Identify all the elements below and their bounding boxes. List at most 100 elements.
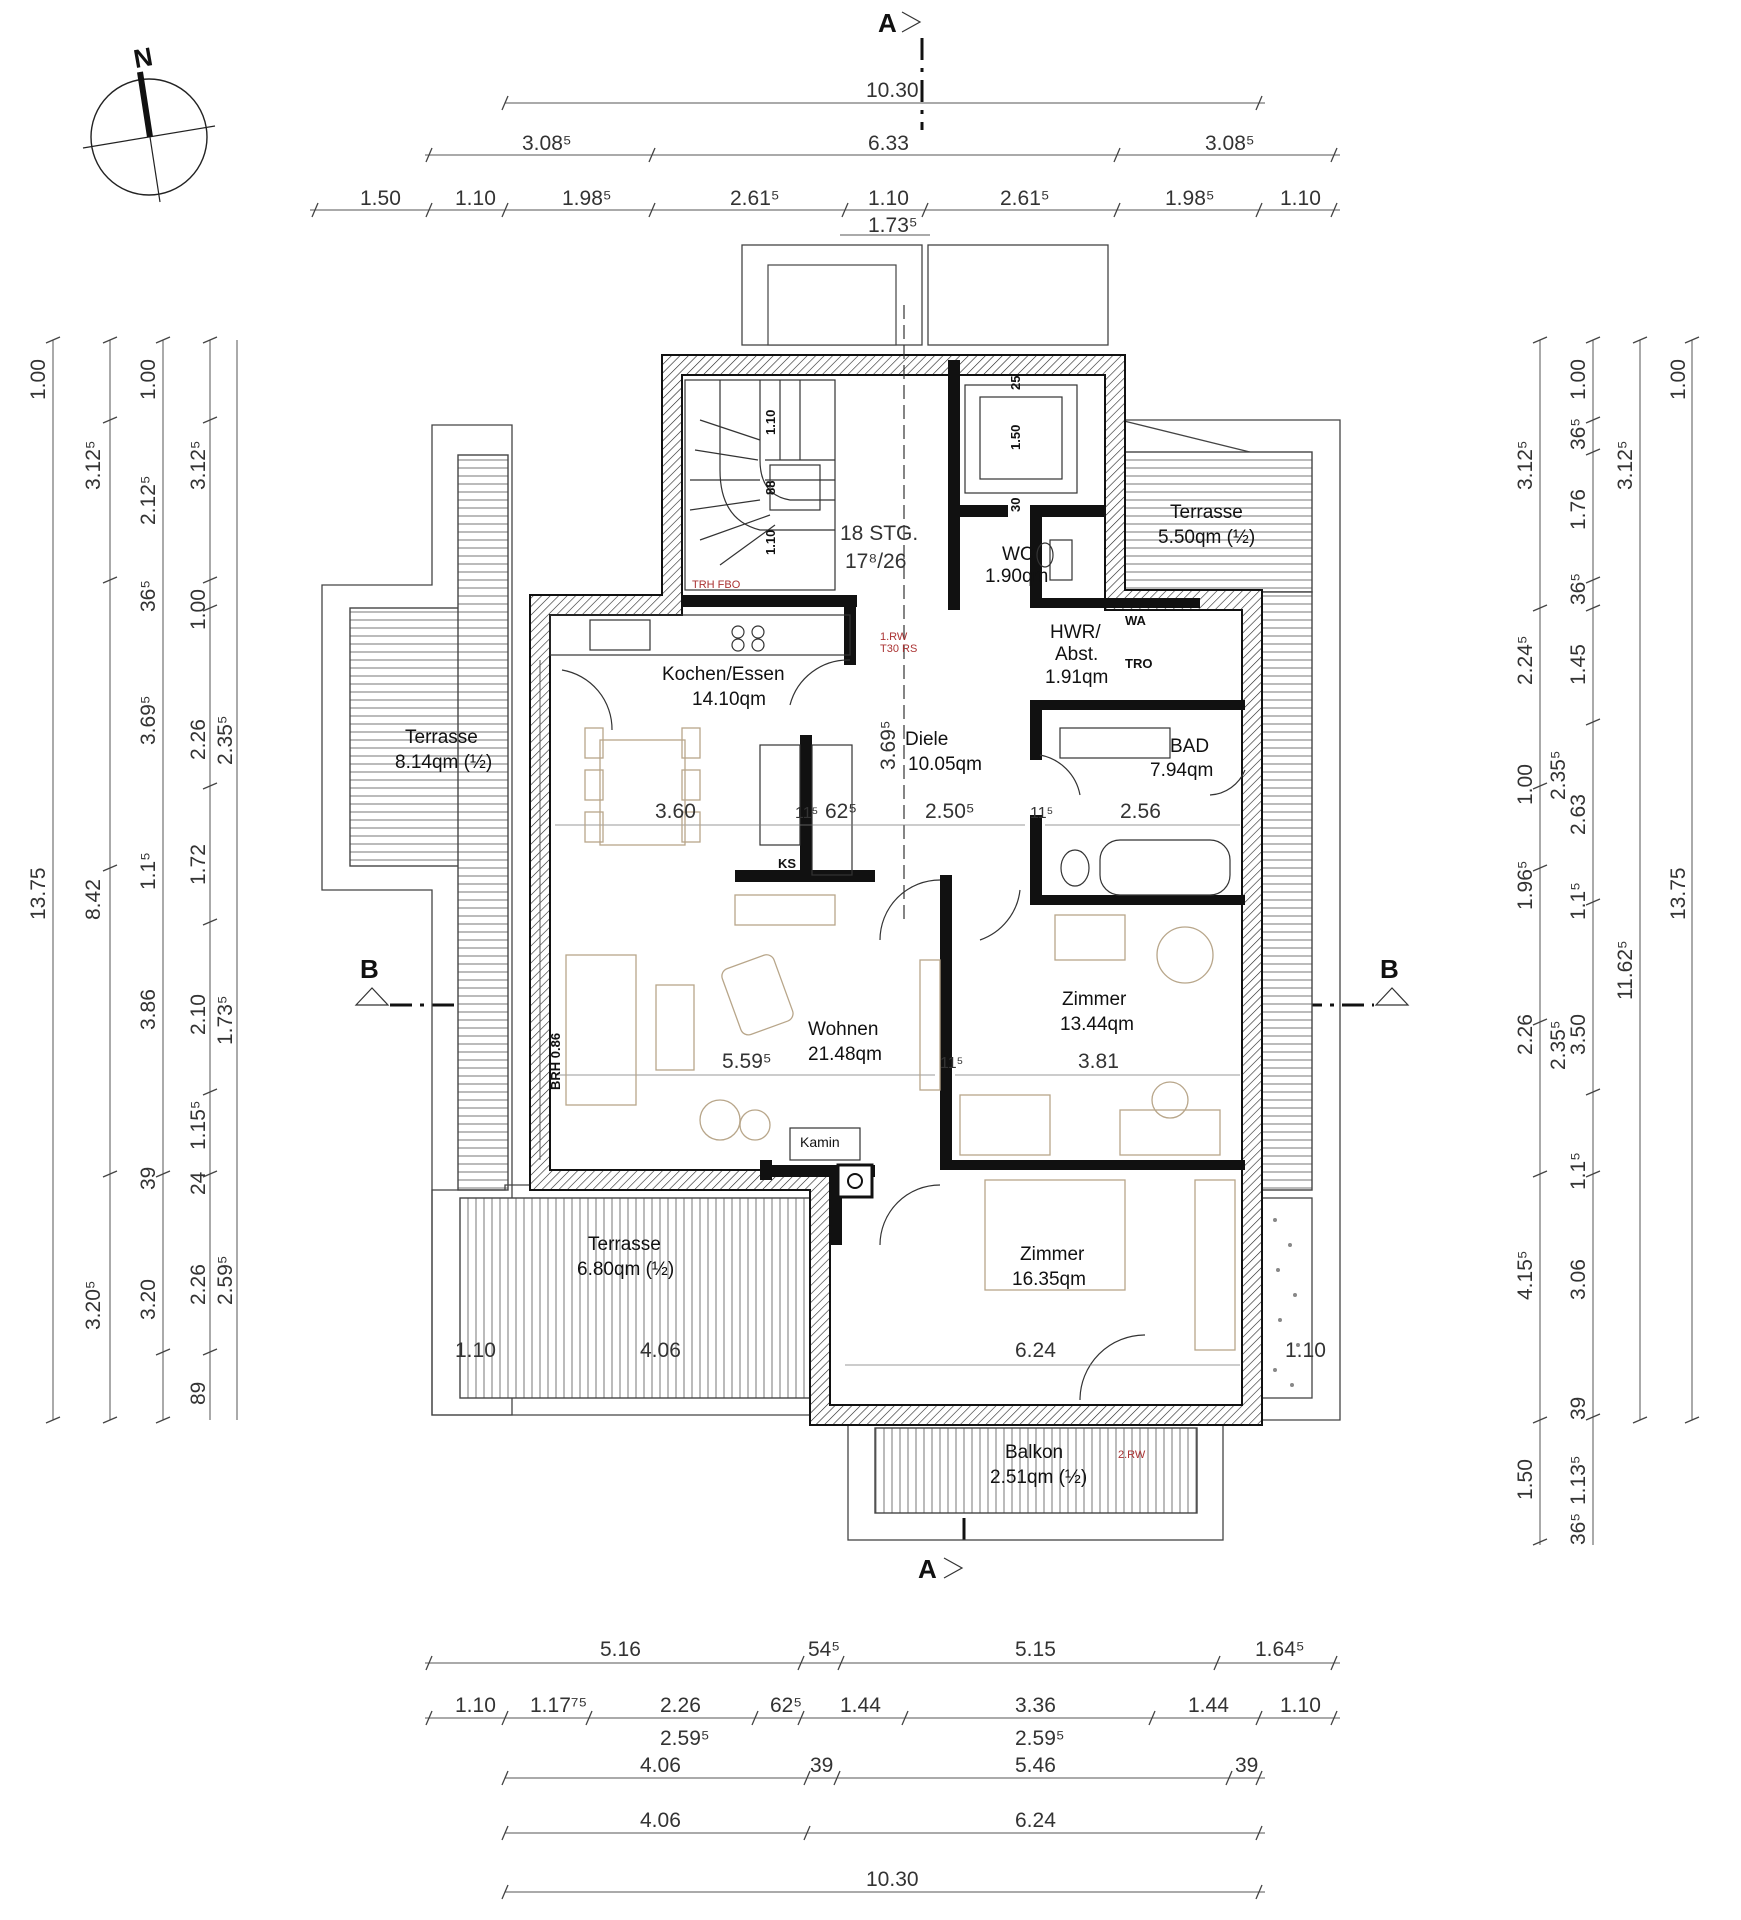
inner-dimensions: 3.60 11⁵ 62⁵ 2.50⁵ 11⁵ 2.56 3.69⁵ 5.59⁵ …	[455, 720, 1326, 1362]
label-d150: 1.50	[1008, 425, 1023, 450]
inner-d5595: 5.59⁵	[722, 1050, 772, 1073]
room-hwr-area: 1.91qm	[1045, 667, 1108, 688]
dim-bottom-r3-0: 4.06	[640, 1754, 681, 1777]
label-d30: 30	[1008, 498, 1023, 512]
dim-left-c6-0: 2.35⁵	[214, 715, 237, 765]
inner-d115a: 11⁵	[795, 805, 818, 822]
dim-left-c2-5: 3.20⁵	[82, 1280, 105, 1330]
room-zimmer2-name: Zimmer	[1020, 1244, 1085, 1265]
dim-left-c2-2: 3.69⁵	[137, 695, 160, 745]
dim-top-overall: 10.30	[866, 79, 919, 102]
label-trh: TRH FBO	[692, 579, 741, 591]
room-terr-right-area: 5.50qm (½)	[1158, 527, 1255, 548]
dim-left-c4-0: 1.00	[137, 359, 160, 400]
dim-bottom-r2-7: 1.10	[1280, 1694, 1321, 1717]
room-labels: Kochen/Essen 14.10qm Diele 10.05qm Wohne…	[395, 502, 1255, 1488]
dim-right-c3-1: 2.63	[1567, 794, 1590, 835]
section-mark-a-top: A	[878, 8, 897, 38]
dim-left-c3-2: 89	[187, 1382, 210, 1405]
label-brh: BRH 0.86	[548, 1033, 563, 1090]
room-balkon-name: Balkon	[1005, 1442, 1063, 1463]
dim-bottom-r4-1: 6.24	[1015, 1809, 1056, 1832]
dim-right-c2-9: 39	[1567, 1397, 1590, 1420]
dim-right-c3-3: 3.06	[1567, 1259, 1590, 1300]
room-diele-name: Diele	[905, 729, 948, 750]
dim-left-c2-1: 3.12⁵	[82, 440, 105, 490]
room-terr-bottom-name: Terrasse	[588, 1234, 661, 1255]
room-wohnen-name: Wohnen	[808, 1019, 878, 1040]
dim-left-c5-5: 2.26	[187, 1264, 210, 1305]
dim-bottom-r1-2: 5.15	[1015, 1638, 1056, 1661]
dim-left-c2-4: 39	[137, 1167, 160, 1190]
room-wc-name: WC	[1002, 544, 1034, 565]
room-bad-name: BAD	[1170, 736, 1209, 757]
dim-bottom-r3-3: 39	[1235, 1754, 1258, 1777]
room-terr-bottom-area: 6.80qm (½)	[577, 1259, 674, 1280]
label-stair2: 17⁸/26	[845, 550, 906, 573]
inner-d624: 6.24	[1015, 1339, 1056, 1362]
inner-d3695: 3.69⁵	[877, 720, 900, 770]
dim-right-c2-0: 1.00	[1567, 359, 1590, 400]
compass-label: N	[131, 41, 155, 74]
room-terr-left-area: 8.14qm (½)	[395, 752, 492, 773]
dim-right-c1-4: 2.26	[1514, 1014, 1537, 1055]
dim-left-c4-4: 1.15⁵	[187, 1100, 210, 1150]
dimensions-right: 3.12⁵ 2.24⁵ 1.00 1.96⁵ 2.26 4.15⁵ 1.50 3…	[1514, 336, 1700, 1546]
dim-left-c6-1: 1.73⁵	[214, 995, 237, 1045]
dim-bottom-r2-3: 62⁵	[770, 1694, 802, 1717]
dim-bottom-r1-3: 1.64⁵	[1255, 1638, 1305, 1661]
dim-top-r3-3: 2.61⁵	[730, 187, 780, 210]
dim-right-c3-0: 3.12⁵	[1614, 440, 1637, 490]
furniture	[565, 727, 1236, 1351]
dim-bottom-r1-1: 54⁵	[808, 1638, 840, 1661]
dim-left-c4-5: 24	[187, 1171, 210, 1195]
dim-top-r3-6: 1.98⁵	[1165, 187, 1215, 210]
section-mark-a-bottom: A	[918, 1554, 937, 1584]
dim-bottom-r2-1: 1.17⁷⁵	[530, 1694, 587, 1717]
room-bad-area: 7.94qm	[1150, 760, 1213, 781]
fixtures	[539, 305, 1246, 1401]
room-zimmer1-name: Zimmer	[1062, 989, 1127, 1010]
dim-right-c1-7: 36⁵	[1567, 1513, 1590, 1545]
room-balkon-area: 2.51qm (½)	[990, 1467, 1087, 1488]
room-hwr-name: HWR/	[1050, 622, 1101, 643]
dim-right-c2-5: 2.35⁵	[1547, 750, 1570, 800]
inner-d625: 62⁵	[825, 800, 857, 823]
dim-bottom-r2b-1: 2.59⁵	[1015, 1727, 1065, 1750]
label-d110a: 1.10	[763, 410, 778, 435]
dim-bottom-r2-2: 2.26	[660, 1694, 701, 1717]
dim-right-c2-2: 1.76	[1567, 489, 1590, 530]
dim-bottom-r2-4: 1.44	[840, 1694, 881, 1717]
dim-left-c1-0: 13.75	[27, 867, 50, 920]
annotations: 18 STG. 17⁸/26 TRH FBO 1.RW T30 RS 2.RW …	[548, 376, 1152, 1461]
room-kochen-area: 14.10qm	[692, 689, 766, 710]
dim-bottom-r2-6: 1.44	[1188, 1694, 1229, 1717]
inner-d360: 3.60	[655, 800, 696, 823]
dim-right-c1-1: 2.24⁵	[1514, 635, 1537, 685]
room-terr-right-name: Terrasse	[1170, 502, 1243, 523]
inner-d381: 3.81	[1078, 1050, 1119, 1073]
dim-top-r3-0: 1.50	[360, 187, 401, 210]
dim-right-c2-3: 36⁵	[1567, 573, 1590, 605]
dim-right-c2-4: 1.45	[1567, 644, 1590, 685]
label-t30: T30 RS	[880, 643, 917, 655]
dim-right-c2-8: 1.1⁵	[1567, 1152, 1590, 1190]
dim-left-c5-0: 3.12⁵	[187, 440, 210, 490]
room-hwr-name2: Abst.	[1055, 644, 1098, 665]
inner-d2505: 2.50⁵	[925, 800, 975, 823]
room-terr-left-name: Terrasse	[405, 727, 478, 748]
dim-right-c4-1: 11.62⁵	[1614, 940, 1637, 1000]
dimensions-top: 10.30 3.08⁵ 6.33 3.08⁵ 1.50 1.10 1.98⁵ 2…	[310, 79, 1340, 237]
inner-d256: 2.56	[1120, 800, 1161, 823]
section-mark-b-right: B	[1380, 954, 1399, 984]
dim-left-c5-2: 2.26	[187, 719, 210, 760]
room-wc-area: 1.90qm	[985, 566, 1048, 587]
room-zimmer1-area: 13.44qm	[1060, 1014, 1134, 1035]
dim-right-c4-0: 1.00	[1667, 359, 1690, 400]
label-rw2: 2.RW	[1118, 1449, 1146, 1461]
dim-right-c1-6: 1.50	[1514, 1459, 1537, 1500]
dim-bottom-overall: 10.30	[866, 1868, 919, 1891]
dim-right-c2-1: 36⁵	[1567, 418, 1590, 450]
dim-right-c5-0: 13.75	[1667, 867, 1690, 920]
